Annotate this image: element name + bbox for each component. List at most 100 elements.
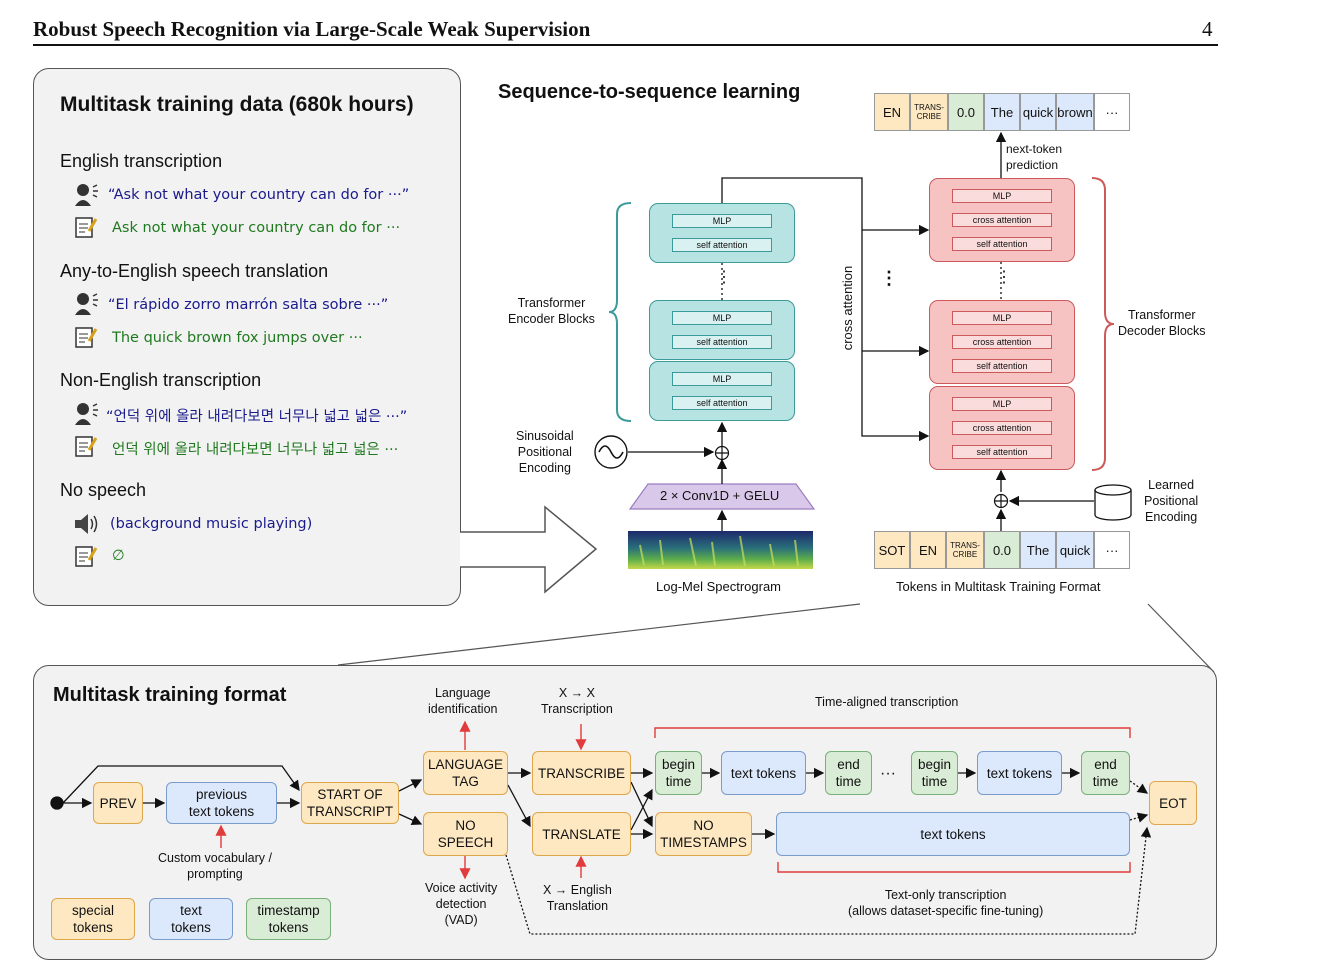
decoder-cross-attention: cross attention bbox=[952, 335, 1052, 349]
encoder-blocks-label: Transformer Encoder Blocks bbox=[508, 296, 595, 326]
decoder-mlp: MLP bbox=[952, 397, 1052, 411]
input-token-ellipsis: ··· bbox=[1094, 531, 1130, 569]
data-panel-title: Multitask training data (680k hours) bbox=[60, 93, 414, 116]
notepad-icon bbox=[74, 325, 98, 349]
section-heading-english: English transcription bbox=[60, 151, 223, 171]
speaker-person-icon bbox=[74, 291, 98, 315]
x-to-english-label: X → English Translation bbox=[543, 883, 612, 913]
decoder-self-attention: self attention bbox=[952, 359, 1052, 373]
end-time-token: end time bbox=[825, 751, 872, 795]
x-to-x-label: X → X Transcription bbox=[541, 686, 613, 716]
decoder-vdots: ⋮ bbox=[996, 269, 1012, 286]
decoder-cross-attention: cross attention bbox=[952, 421, 1052, 435]
encoder-self-attention: self attention bbox=[672, 396, 772, 410]
loudspeaker-icon bbox=[74, 512, 98, 536]
empty-set-text: ∅ bbox=[112, 548, 125, 564]
korean-audio-text: “언덕 위에 올라 내려다보면 너무나 넓고 넓은 ···” bbox=[106, 409, 408, 425]
conv-label: 2 × Conv1D + GELU bbox=[660, 488, 780, 503]
previous-text-tokens: previous text tokens bbox=[166, 782, 277, 824]
custom-vocab-label: Custom vocabulary / prompting bbox=[158, 851, 272, 881]
speaker-person-icon bbox=[74, 401, 98, 425]
decoder-mlp: MLP bbox=[952, 189, 1052, 203]
translate-token: TRANSLATE bbox=[532, 812, 631, 856]
section-heading-non-english: Non-English transcription bbox=[60, 370, 262, 390]
input-token-the: The bbox=[1020, 531, 1056, 569]
time-aligned-label: Time-aligned transcription bbox=[815, 695, 959, 709]
translation-text: The quick brown fox jumps over ··· bbox=[112, 330, 363, 346]
begin-time-token: begin time bbox=[655, 751, 702, 795]
encoder-vdots: ⋮ bbox=[716, 269, 732, 286]
text-tokens-segment: text tokens bbox=[977, 751, 1062, 795]
encoder-block-top: MLP self attention bbox=[649, 203, 795, 263]
decoder-cross-attention: cross attention bbox=[952, 213, 1052, 227]
prev-token: PREV bbox=[93, 782, 143, 824]
encoder-mlp: MLP bbox=[672, 372, 772, 386]
legend-timestamp-tokens: timestamp tokens bbox=[246, 898, 331, 940]
encoder-mlp: MLP bbox=[672, 311, 772, 325]
text-tokens-segment: text tokens bbox=[721, 751, 806, 795]
output-token-time: 0.0 bbox=[948, 93, 984, 131]
spectrogram-label: Log-Mel Spectrogram bbox=[656, 579, 781, 594]
encoder-block-bottom: MLP self attention bbox=[649, 361, 795, 421]
cross-attention-vdots: ⋮ bbox=[880, 268, 898, 288]
segments-ellipsis: ··· bbox=[880, 765, 896, 782]
text-only-label: Text-only transcription (allows dataset-… bbox=[848, 888, 1044, 918]
decoder-self-attention: self attention bbox=[952, 237, 1052, 251]
output-token-brown: brown bbox=[1056, 93, 1094, 131]
section-heading-translation: Any-to-English speech translation bbox=[60, 261, 329, 281]
output-token-en: EN bbox=[874, 93, 910, 131]
decoder-self-attention: self attention bbox=[952, 445, 1052, 459]
tokens-caption: Tokens in Multitask Training Format bbox=[896, 579, 1101, 594]
encoder-block-middle: MLP self attention bbox=[649, 300, 795, 360]
korean-text-transcript: 언덕 위에 올라 내려다보면 너무나 넓고 넓은 ··· bbox=[112, 442, 399, 458]
page-number: 4 bbox=[1202, 17, 1213, 41]
start-of-transcript-token: START OF TRANSCRIPT bbox=[301, 782, 399, 824]
legend-text-tokens: text tokens bbox=[149, 898, 233, 940]
transcribe-token: TRANSCRIBE bbox=[532, 751, 631, 795]
notepad-icon bbox=[74, 215, 98, 239]
english-audio-text: “Ask not what your country can do for ··… bbox=[108, 187, 410, 203]
seq2seq-title: Sequence-to-sequence learning bbox=[498, 81, 801, 103]
decoder-block-bottom: MLP cross attention self attention bbox=[929, 386, 1075, 470]
input-token-transcribe: TRANS- CRIBE bbox=[946, 531, 984, 569]
input-token-quick: quick bbox=[1056, 531, 1094, 569]
paper-title: Robust Speech Recognition via Large-Scal… bbox=[33, 17, 591, 41]
eot-token: EOT bbox=[1149, 781, 1197, 825]
encoder-self-attention: self attention bbox=[672, 335, 772, 349]
decoder-blocks-label: Transformer Decoder Blocks bbox=[1118, 308, 1206, 338]
speaker-person-icon bbox=[74, 182, 98, 206]
decoder-block-middle: MLP cross attention self attention bbox=[929, 300, 1075, 384]
spanish-audio-text: “El rápido zorro marrón salta sobre ···” bbox=[108, 297, 389, 313]
english-text-transcript: Ask not what your country can do for ··· bbox=[112, 220, 401, 236]
output-token-the: The bbox=[984, 93, 1020, 131]
output-token-quick: quick bbox=[1020, 93, 1056, 131]
language-tag-token: LANGUAGE TAG bbox=[423, 751, 508, 795]
output-token-ellipsis: ··· bbox=[1094, 93, 1130, 131]
vad-label: Voice activity detection (VAD) bbox=[425, 881, 498, 927]
legend-special-tokens: special tokens bbox=[51, 898, 135, 940]
learned-encoding-label: Learned Positional Encoding bbox=[1144, 478, 1199, 524]
end-time-token: end time bbox=[1081, 751, 1130, 795]
multitask-data-panel bbox=[33, 68, 461, 606]
encoder-mlp: MLP bbox=[672, 214, 772, 228]
no-speech-token: NO SPEECH bbox=[423, 812, 508, 856]
encoder-self-attention: self attention bbox=[672, 238, 772, 252]
notepad-icon bbox=[74, 434, 98, 458]
background-music-text: (background music playing) bbox=[110, 516, 313, 532]
sinusoidal-label: Sinusoidal Positional Encoding bbox=[516, 429, 574, 475]
section-heading-no-speech: No speech bbox=[60, 480, 147, 500]
output-token-transcribe: TRANS- CRIBE bbox=[910, 93, 948, 131]
decoder-mlp: MLP bbox=[952, 311, 1052, 325]
input-token-en: EN bbox=[910, 531, 946, 569]
next-token-label: next-token prediction bbox=[1006, 142, 1063, 172]
input-token-sot: SOT bbox=[874, 531, 910, 569]
format-panel-title: Multitask training format bbox=[53, 684, 287, 706]
decoder-block-top: MLP cross attention self attention bbox=[929, 178, 1075, 262]
no-timestamps-token: NO TIMESTAMPS bbox=[655, 812, 752, 856]
language-id-label: Language identification bbox=[428, 686, 498, 716]
